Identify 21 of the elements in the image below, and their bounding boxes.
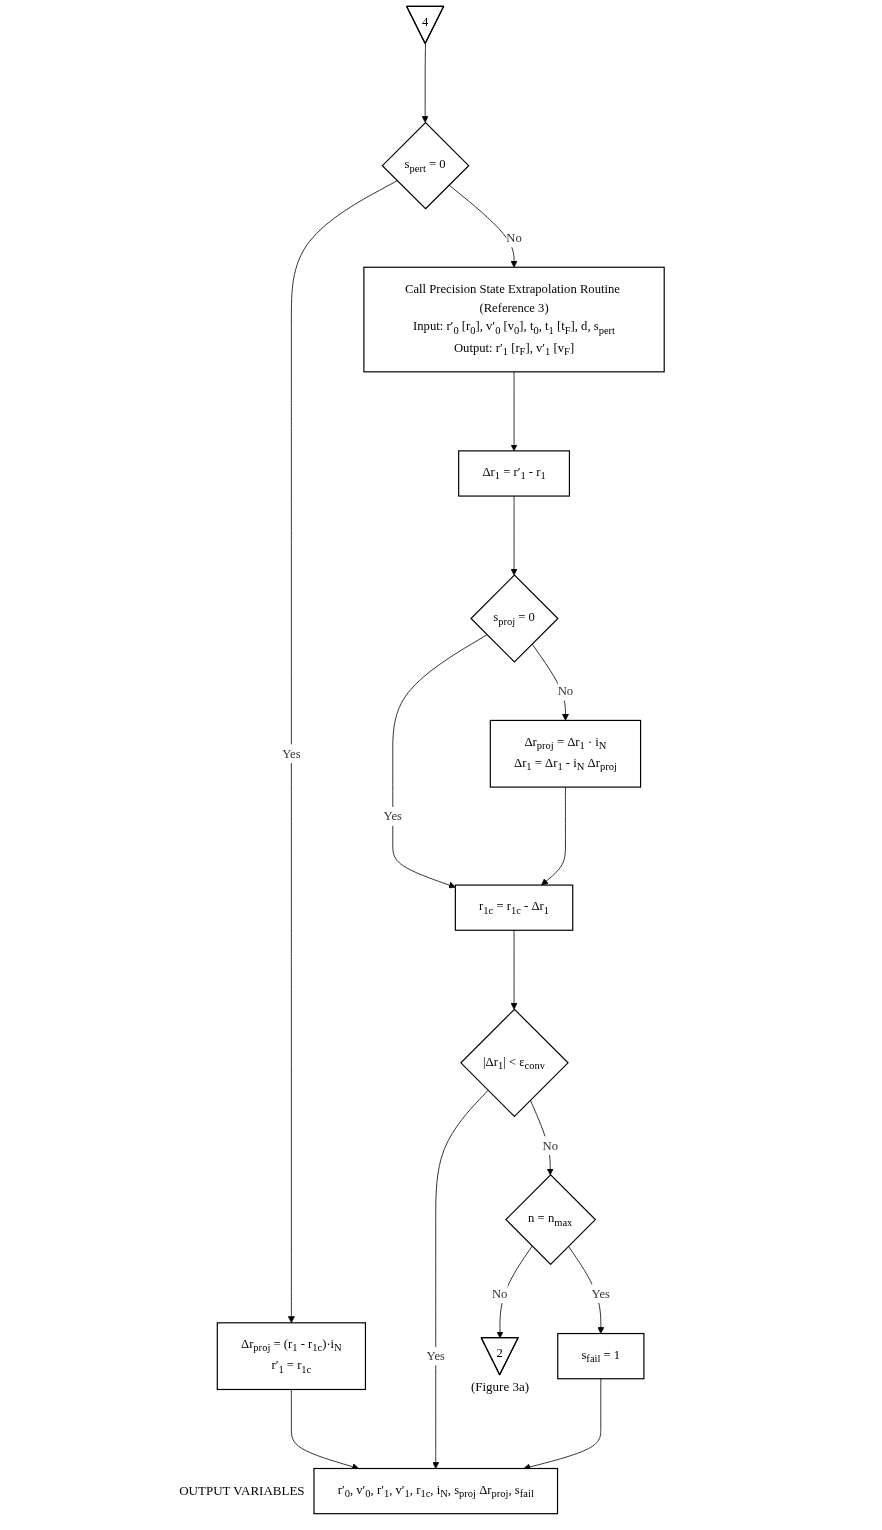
- node-box: Call Precision State Extrapolation Routine (Reference 3) Input: r′$_{0}$ [r$_{0}$], v′$_{0}$ [v$_{0}$], t$_{0}$, t$_{1}$ [t$_{F}$], d, s$_{pert}$ Output: r′$_{1}$ [r$_{F}$], v′$_{1}$ [v$_{F}$]: [363, 266, 666, 373]
- node-box: Δr$_{proj}$ = Δr$_{1}$ · i$_{N}$ Δr$_{1}$ = Δr$_{1}$ - i$_{N}$ Δr$_{proj}$: [489, 719, 642, 788]
- node-diamond: n = n$_{max}$: [505, 1174, 597, 1266]
- node-box: r′$_{0}$, v′$_{0}$, r′$_{1}$, v′$_{1}$, r$_{1c}$, i$_{N}$, s$_{proj}$ Δr$_{proj}$, s$_{fail}$: [313, 1467, 559, 1515]
- edge-label: No: [542, 1138, 559, 1152]
- node-diamond: s$_{proj}$ = 0: [470, 574, 559, 663]
- edge-label: No: [506, 230, 523, 245]
- edge-label: No: [557, 684, 574, 698]
- node-diamond: s$_{pert}$ = 0: [381, 121, 470, 210]
- edge-label: Yes: [383, 809, 403, 823]
- node-box: Δr$_{proj}$ = (r$_{1}$ - r$_{1c}$)·i$_{N}$ r′$_{1}$ = r$_{1c}$: [216, 1322, 367, 1391]
- edge-label: Yes: [426, 1349, 446, 1363]
- node-box: r$_{1c}$ = r$_{1c}$ - Δr$_{1}$: [455, 884, 574, 931]
- edge-label: Yes: [282, 746, 301, 761]
- node-box: s$_{fail}$ = 1: [557, 1332, 645, 1380]
- side-note: OUTPUT VARIABLES: [179, 1483, 305, 1500]
- side-note: (Figure 3a): [470, 1378, 529, 1395]
- edge-label: No: [492, 1286, 508, 1300]
- node-diamond: |Δr$_{1}$| < ε$_{conv}$: [460, 1008, 570, 1118]
- edge-label: Yes: [591, 1286, 611, 1300]
- node-box: Δr$_{1}$ = r′$_{1}$ - r$_{1}$: [458, 450, 571, 497]
